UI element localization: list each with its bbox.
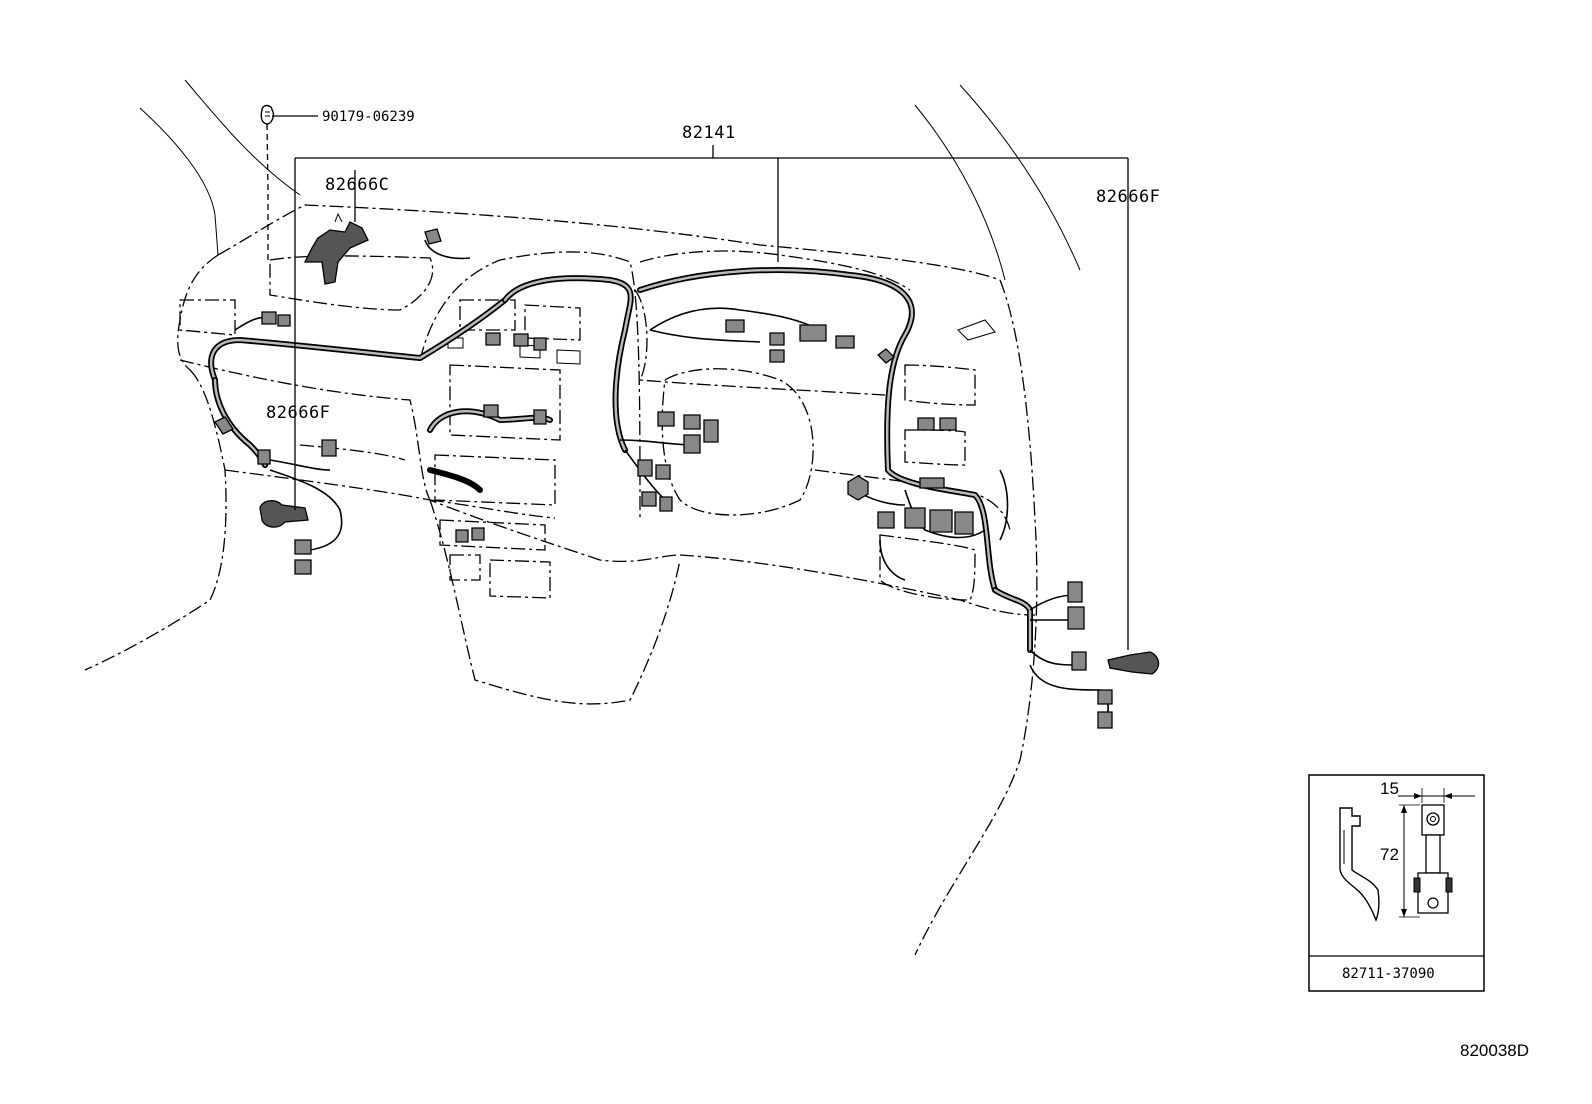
leader-lines — [266, 115, 1129, 650]
dim-width-label: 15 — [1380, 779, 1399, 798]
bracket-82666c-icon — [303, 212, 369, 285]
inset-front-view — [1413, 804, 1453, 914]
dim-height-label: 72 — [1380, 845, 1399, 864]
inset-side-view — [1339, 807, 1380, 922]
harness-connectors — [214, 228, 1113, 729]
clip-90179-icon — [260, 104, 275, 125]
detail-inset: 15 72 82711-37090 — [1308, 774, 1485, 992]
inset-frame — [1308, 774, 1485, 992]
label-82666c: 82666C — [325, 175, 389, 195]
label-82666f-right: 82666F — [1096, 187, 1160, 207]
clip-82666f-right-icon — [1107, 651, 1160, 675]
figure-id: 820038D — [1460, 1041, 1529, 1060]
main-harness-82141 — [208, 239, 1110, 721]
label-82666f-left: 82666F — [266, 403, 330, 423]
clip-82666f-left-icon — [259, 500, 309, 528]
label-82141: 82141 — [682, 123, 736, 143]
label-90179-06239: 90179-06239 — [322, 109, 415, 125]
inset-part-number: 82711-37090 — [1342, 966, 1435, 982]
